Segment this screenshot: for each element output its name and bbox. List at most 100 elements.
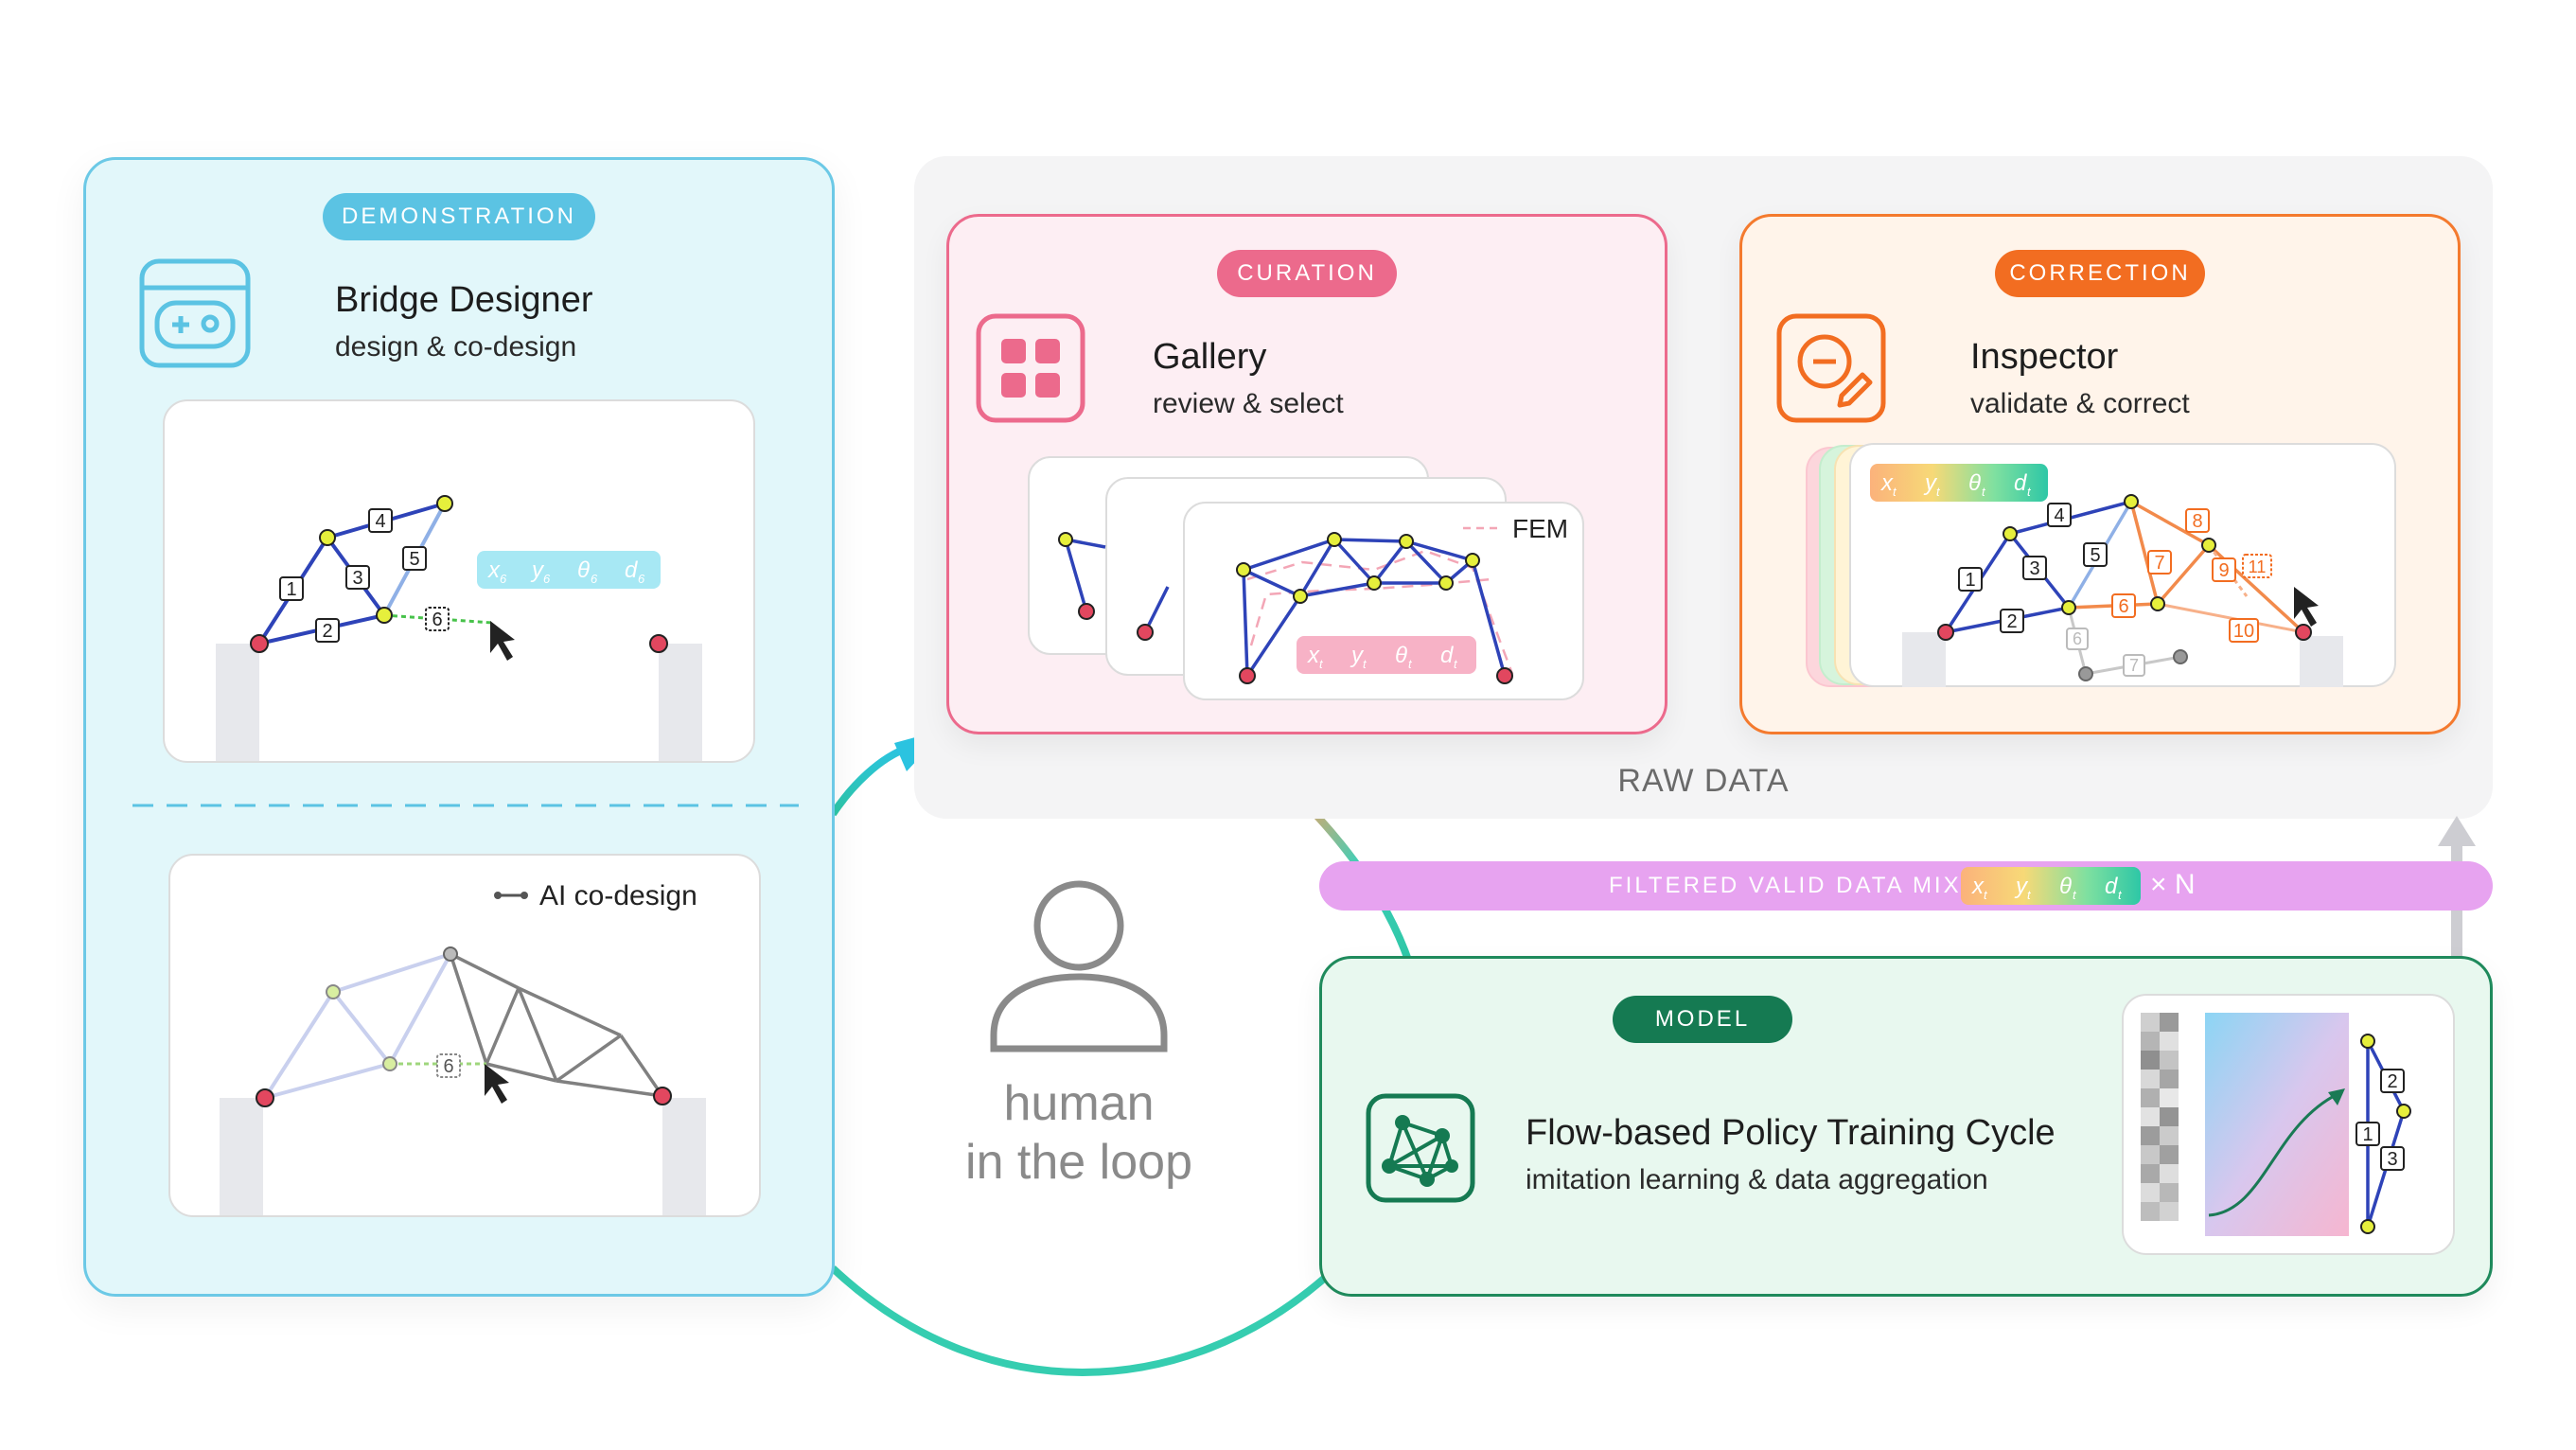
member-label: 6 [2118,596,2128,617]
token-sub: t [1408,657,1413,671]
ai-member-label: 6 [443,1056,453,1077]
filtered-data-label: FILTERED VALID DATA MIX [1609,873,1962,898]
demonstration-badge: DEMONSTRATION [323,193,595,240]
member-label: 11 [2249,557,2267,576]
ai-codesign-canvas[interactable] [168,854,761,1217]
member-label: 1 [286,579,296,600]
model-subtitle: imitation learning & data aggregation [1526,1164,1988,1195]
token-sub: t [1363,657,1367,671]
member-label: 7 [2154,553,2164,574]
ghost-label: 6 [2073,629,2082,648]
token-chip [1297,636,1476,674]
curation-title: Gallery [1153,337,1267,377]
network-icon [1366,1093,1475,1203]
member-label: 3 [2029,558,2039,579]
token-sub: t [1454,657,1458,671]
member-label: 10 [2233,621,2254,642]
token: d [2014,470,2027,496]
member-label: 1 [2362,1124,2373,1145]
token: x [1880,470,1894,496]
token-sub: t [2027,888,2032,902]
token-sub: t [1982,485,1986,499]
member-label: 5 [409,549,419,570]
token: d [625,557,638,583]
token: y [1350,643,1365,668]
noise-pixels [2141,1013,2179,1221]
member-label: 2 [322,621,332,642]
node[interactable] [436,495,453,512]
fem-label: FEM [1512,514,1568,543]
node[interactable] [376,607,393,624]
token-sub: 6 [500,572,507,586]
person-icon [990,880,1168,1052]
token: θ [577,557,590,583]
token: d [1440,643,1454,668]
inspector-drawing[interactable]: x t y t θ t d t 6 7 [1849,443,2396,689]
human-label: human [1003,1076,1155,1131]
member-label: 3 [352,568,362,589]
token-sub: t [2118,888,2123,902]
filtered-data-bar [1319,861,2493,911]
member-label: 8 [2192,511,2202,532]
member-label: 9 [2218,560,2229,581]
token-chip [477,551,661,589]
member-label: 6 [432,610,442,630]
member-label: 2 [2387,1071,2397,1092]
node[interactable] [443,946,458,962]
token: y [530,557,545,583]
token-sub: t [1936,485,1941,499]
demonstration-subtitle: design & co-design [335,331,577,362]
token: d [2105,874,2118,899]
member-label: 4 [375,511,385,532]
node[interactable] [250,634,269,653]
token-sub: t [2027,485,2032,499]
ai-legend-label: AI co-design [539,880,697,911]
node[interactable] [256,1088,274,1107]
member-label: 5 [2090,545,2100,566]
curation-badge: CURATION [1217,250,1397,297]
token: θ [1968,470,1981,496]
token: θ [2059,874,2072,899]
model-title: Flow-based Policy Training Cycle [1526,1113,2056,1153]
multiplier-label: × N [2150,869,2196,900]
member-label: 2 [2006,611,2017,632]
token-sub: t [2073,888,2077,902]
node[interactable] [319,529,336,546]
bridge-canvas-drawing[interactable]: 1 2 3 4 5 6 x 6 y 6 θ 6 d 6 [163,399,755,763]
token-sub: t [1984,888,1988,902]
member-label: 1 [1965,570,1975,591]
token: x [487,557,501,583]
loop-label: in the loop [965,1135,1192,1190]
member-label: 3 [2387,1149,2397,1170]
node[interactable] [653,1087,672,1105]
token-sub: t [1893,485,1897,499]
flow-drawing: 1 2 3 [2141,1013,2411,1236]
cursor-icon [490,621,515,661]
node[interactable] [326,984,341,999]
member-label: 4 [2054,505,2064,526]
token-sub: 6 [638,572,645,586]
gamepad-icon [139,258,251,368]
token: y [2014,874,2029,899]
cursor-icon [485,1064,509,1104]
token-sub: 6 [591,572,598,586]
token-chip [1870,464,2048,502]
token: x [1971,874,1985,899]
ai-codesign-drawing[interactable]: AI co-design 6 [168,854,761,1217]
curation-subtitle: review & select [1153,388,1344,419]
dashed-divider [132,804,799,807]
correction-badge: CORRECTION [1995,250,2205,297]
cursor-icon [2294,587,2319,627]
gallery-drawing: FEM x t y t θ t d t [1058,514,1568,684]
raw-data-label: RAW DATA [1617,763,1790,799]
model-badge: MODEL [1613,996,1792,1043]
token: θ [1395,643,1407,668]
node[interactable] [649,634,668,653]
filtered-token-chip: x t y t θ t d t [1961,867,2141,905]
node[interactable] [382,1056,397,1071]
inspector-icon [1776,313,1886,423]
token-sub: 6 [543,572,551,586]
correction-title: Inspector [1970,337,2119,377]
gallery-icon [976,313,1085,423]
token: y [1923,470,1938,496]
